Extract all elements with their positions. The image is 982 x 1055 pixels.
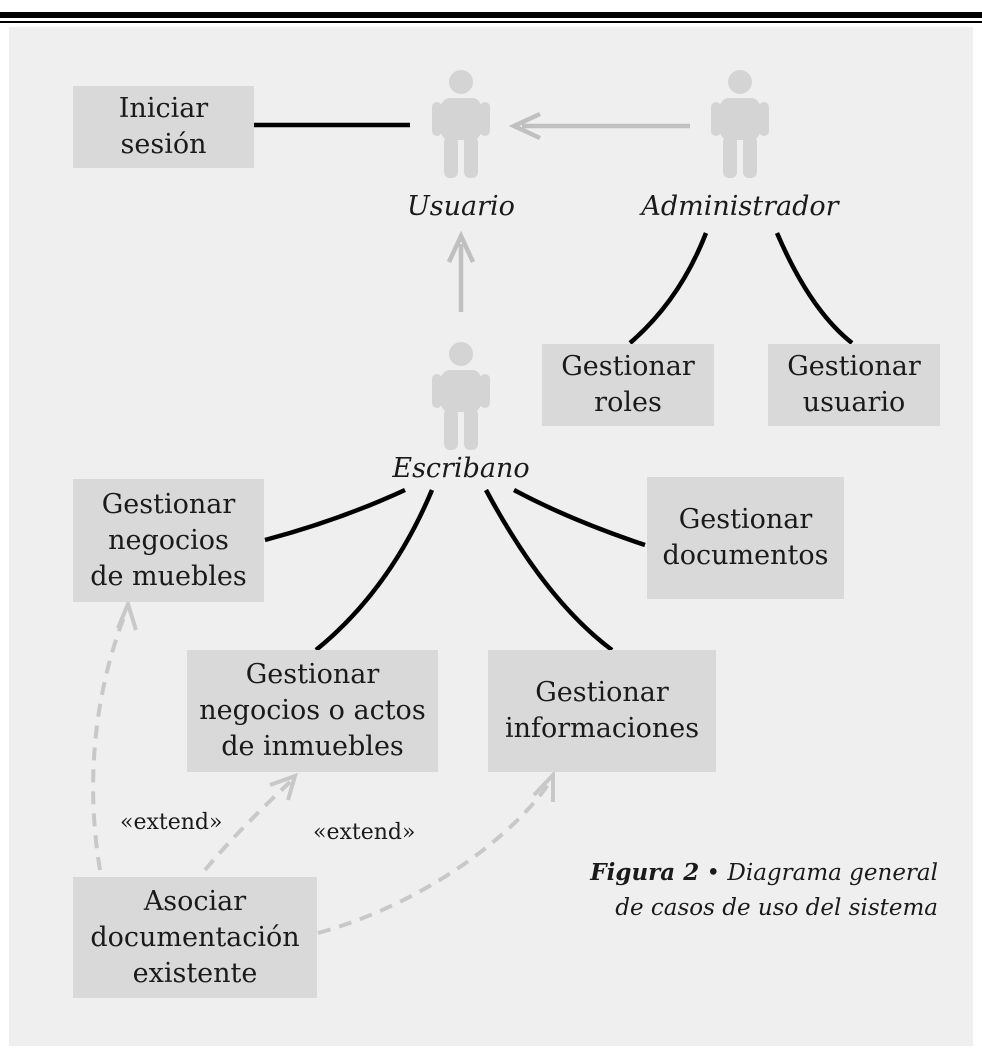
- assoc-gestionar-roles: [628, 232, 709, 345]
- figure-number: Figura 2: [590, 859, 700, 886]
- assoc-informaciones: [484, 488, 614, 652]
- extend-arrowhead-informaciones: [532, 769, 555, 802]
- actor-administrador-label: Administrador: [641, 191, 839, 222]
- top-rule-thin: [0, 21, 982, 23]
- caption-line-2: de casos de uso del sistema: [615, 895, 938, 921]
- extend-label-1: «extend»: [120, 810, 223, 835]
- generalization-arrowhead-1: [508, 111, 541, 141]
- extend-to-muebles: [91, 611, 128, 871]
- usecase-gestionar-roles: Gestionar roles: [542, 344, 714, 426]
- usecase-gestionar-negocios-inmuebles: Gestionar negocios o actos de inmuebles: [187, 650, 438, 772]
- figure-caption: Figura 2 • Diagrama general de casos de …: [590, 855, 938, 926]
- usecase-asociar-documentacion: Asociar documentación existente: [73, 877, 317, 998]
- assoc-negocios-muebles: [264, 487, 406, 543]
- usecase-iniciar-sesion: Iniciar sesión: [73, 86, 254, 168]
- caption-line-1: Diagrama general: [727, 860, 938, 886]
- actor-escribano-icon: [432, 342, 490, 450]
- extend-arrowhead-muebles: [116, 598, 138, 631]
- extend-to-informaciones: [317, 780, 552, 935]
- actor-escribano-label: Escribano: [392, 453, 530, 484]
- top-rule-thick: [0, 12, 982, 18]
- assoc-negocios-inmuebles: [314, 489, 435, 652]
- generalization-arrowhead-2: [446, 230, 476, 263]
- caption-separator: •: [699, 860, 728, 886]
- actor-usuario-label: Usuario: [407, 191, 515, 222]
- usecase-gestionar-usuario: Gestionar usuario: [768, 344, 940, 426]
- extend-label-2: «extend»: [313, 820, 416, 845]
- extend-arrowhead-inmuebles: [269, 772, 299, 801]
- usecase-gestionar-documentos: Gestionar documentos: [647, 477, 844, 599]
- actor-administrador-icon: [711, 70, 769, 178]
- usecase-gestionar-negocios-muebles: Gestionar negocios de muebles: [73, 479, 264, 602]
- assoc-gestionar-usuario: [774, 232, 854, 345]
- usecase-gestionar-informaciones: Gestionar informaciones: [488, 650, 716, 772]
- assoc-documentos: [512, 488, 646, 548]
- actor-usuario-icon: [432, 70, 490, 178]
